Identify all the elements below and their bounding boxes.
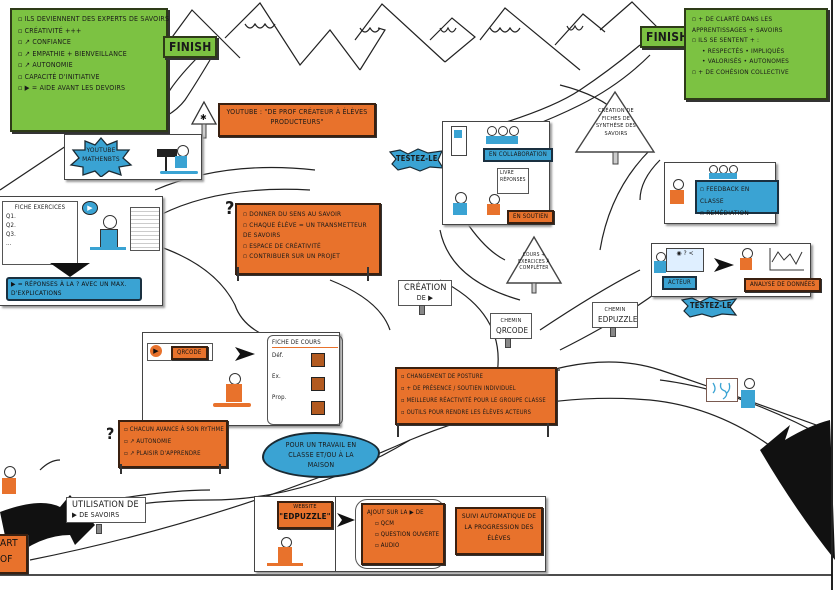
purpose-item: ▫ Chaque élève = un transmetteur de savo… [243,220,367,240]
forward-arrow-icon [714,258,734,272]
edpuzzle-panel: Website "EDPUZZLE" Ajout sur la ▶ de ▫ Q… [254,496,546,572]
qr-code-icon [311,353,325,367]
finish-arrow [760,420,835,560]
fiche-exercices-panel: Fiche exercices Q1. Q2. Q3. ... ▶ ▶ = Ré… [0,196,163,306]
teacher-benefits-board: ▫ Changement de posture ▫ + de présence … [395,367,557,425]
ajout-board: Ajout sur la ▶ de ▫ QCM ▫ Question ouver… [361,503,445,565]
feedback-item: ▫ Feedback en classe [700,185,750,205]
benefit-item: ▫ + de présence / soutien individuel [401,386,516,392]
synthese-sign-text: Création de fiches de synthèse des savoi… [595,108,637,137]
starburst-icon [69,137,133,177]
purpose-item: ▫ Donner du sens au savoir [243,210,342,218]
outcome-item: • Respectés • Impliqués [702,46,785,55]
reponses-box: ▶ = Réponses à la ? avec un max. d'expli… [6,277,142,301]
feedback-board: ▫ Feedback en classe ▫ Remédiation [695,180,779,217]
teacher-orange-icon [673,179,684,190]
forward-arrow-icon [337,513,355,527]
outcome-item: ▫ ↗ Empathie + Bienveillance [18,49,127,58]
qr-code-icon [311,401,325,415]
acteur-panel: ◉ ? < Acteur Analyse de données [651,243,822,297]
youtube-mathenbts-label: Youtube Mathenbts [82,146,120,163]
guide-figure-icon [744,378,755,389]
outcome-item: ▫ + de clarté dans les apprentissages + … [692,15,783,34]
feedback-item: ▫ Remédiation [700,209,749,217]
screen-icon: ◉ ? < [666,248,704,272]
fiche-de-cours-sheet: Fiche de cours Déf. Ex. Prop. [267,335,343,425]
outcome-item: ▫ ▶ = Aide avant les devoirs [18,84,126,92]
outcome-item: ▫ ↗ Autonomie [18,61,73,69]
outcome-item: ▫ ↗ Confiance [18,38,72,46]
rhythm-item: ▫ ↗ Autonomie [124,438,172,445]
purpose-item: ▫ Contribuer sur un projet [243,252,340,260]
tag-soutien: En soutien [507,210,555,224]
triangle-sign-cours [505,235,563,294]
tag-analyse: Analyse de données [744,278,822,292]
tag-qrcode: QRCODE [171,346,208,360]
rhythm-item: ▫ ↗ Plaisir d'apprendre [124,450,201,457]
class-figures-icon [709,165,739,179]
benefit-item: ▫ Outils pour rendre les élèves acteurs [401,410,532,416]
start-student-icon [4,466,16,478]
purpose-item: ▫ Espace de créativité [243,241,321,250]
outcome-item: ▫ Capacité d'initiative [18,72,100,81]
cours-sign-text: Cours + exercices à compléter [518,252,550,271]
chemin-edpuzzle-sign[interactable]: Chemin EDPUZZLE [592,302,638,328]
creation-video-sign: Création de ▶ [398,280,452,306]
lectern-icon [157,149,177,157]
data-chart-icon [769,248,804,271]
rhythm-board: ▫ Chacun avance à son rythme ▫ ↗ Autonom… [118,420,228,468]
livre-reponses-note: Livre réponses [497,168,529,194]
tag-collaboration: En collaboration [483,148,553,162]
video-bubble-icon: ▶ [82,201,98,215]
map-board-icon [706,378,738,402]
qrcode-panel: ▶ QRCODE Fiche de cours Déf. Ex. Prop. [142,332,343,426]
youtube-mathenbts-panel: Youtube Mathenbts [64,134,202,180]
benefit-item: ▫ Meilleure réactivité pour le groupe cl… [401,398,546,404]
outcomes-board-left: ▫ Ils deviennent des experts de savoirs … [10,8,170,132]
question-mark: ? [225,198,235,219]
fiche-exercices-sheet: Fiche exercices Q1. Q2. Q3. ... [2,201,78,265]
rhythm-item: ▫ Chacun avance à son rythme [124,426,225,433]
tag-acteur: Acteur [662,276,697,290]
outcome-item: ▫ Ils se sentent + : [692,36,760,44]
suivi-board: Suivi automatique de la progression des … [455,507,543,555]
youtube-creator-sign: Youtube : "De prof créateur à élèves pro… [218,103,376,137]
finish-sign-left: FINISH [163,36,218,58]
outcomes-board-right: ▫ + de clarté dans les apprentissages + … [684,8,828,100]
mountain-range [169,1,661,71]
website-edpuzzle-sign: Website "EDPUZZLE" [277,501,333,529]
feedback-panel: ▫ Feedback en classe ▫ Remédiation [664,162,779,224]
benefit-item: ▫ Changement de posture [401,374,484,380]
group-figures-icon [486,126,519,144]
down-arrow-icon [50,263,90,277]
purpose-board: ▫ Donner du sens au savoir ▫ Chaque élèv… [235,203,381,275]
finish-sign-right: FINISH [640,26,695,48]
testez-label-right[interactable]: Testez-le [690,301,732,310]
warning-sign-icon: ✱ [190,100,218,139]
student-figure-icon [103,215,117,229]
question-mark: ? [106,424,115,443]
house-icon [130,207,160,251]
utilisation-sign: Utilisation de ▶ de savoirs [66,497,146,523]
testez-label-left[interactable]: Testez-le [396,154,438,163]
triangle-sign-synthese [574,90,656,165]
work-context-bubble: Pour un travail en classe et/ou à la mai… [262,432,380,478]
qrcode-label-frame [147,343,213,361]
play-icon: ▶ [150,345,162,357]
outcome-item: ▫ Créativité +++ [18,26,82,35]
chemin-qrcode-sign[interactable]: Chemin QRCODE [490,313,532,339]
start-sign: ART OF [0,534,28,574]
testez-badge-right[interactable] [680,296,738,318]
forward-arrow-icon [235,347,255,361]
outcome-item: ▫ Ils deviennent des experts de savoirs [18,15,170,23]
outcome-item: • Valorisés • Autonomes [702,57,790,65]
svg-text:✱: ✱ [200,113,207,122]
collaboration-panel: En collaboration Livre réponses En souti… [442,121,555,225]
qr-code-icon [311,377,325,391]
outcome-item: ▫ + de cohésion collective [692,67,789,76]
